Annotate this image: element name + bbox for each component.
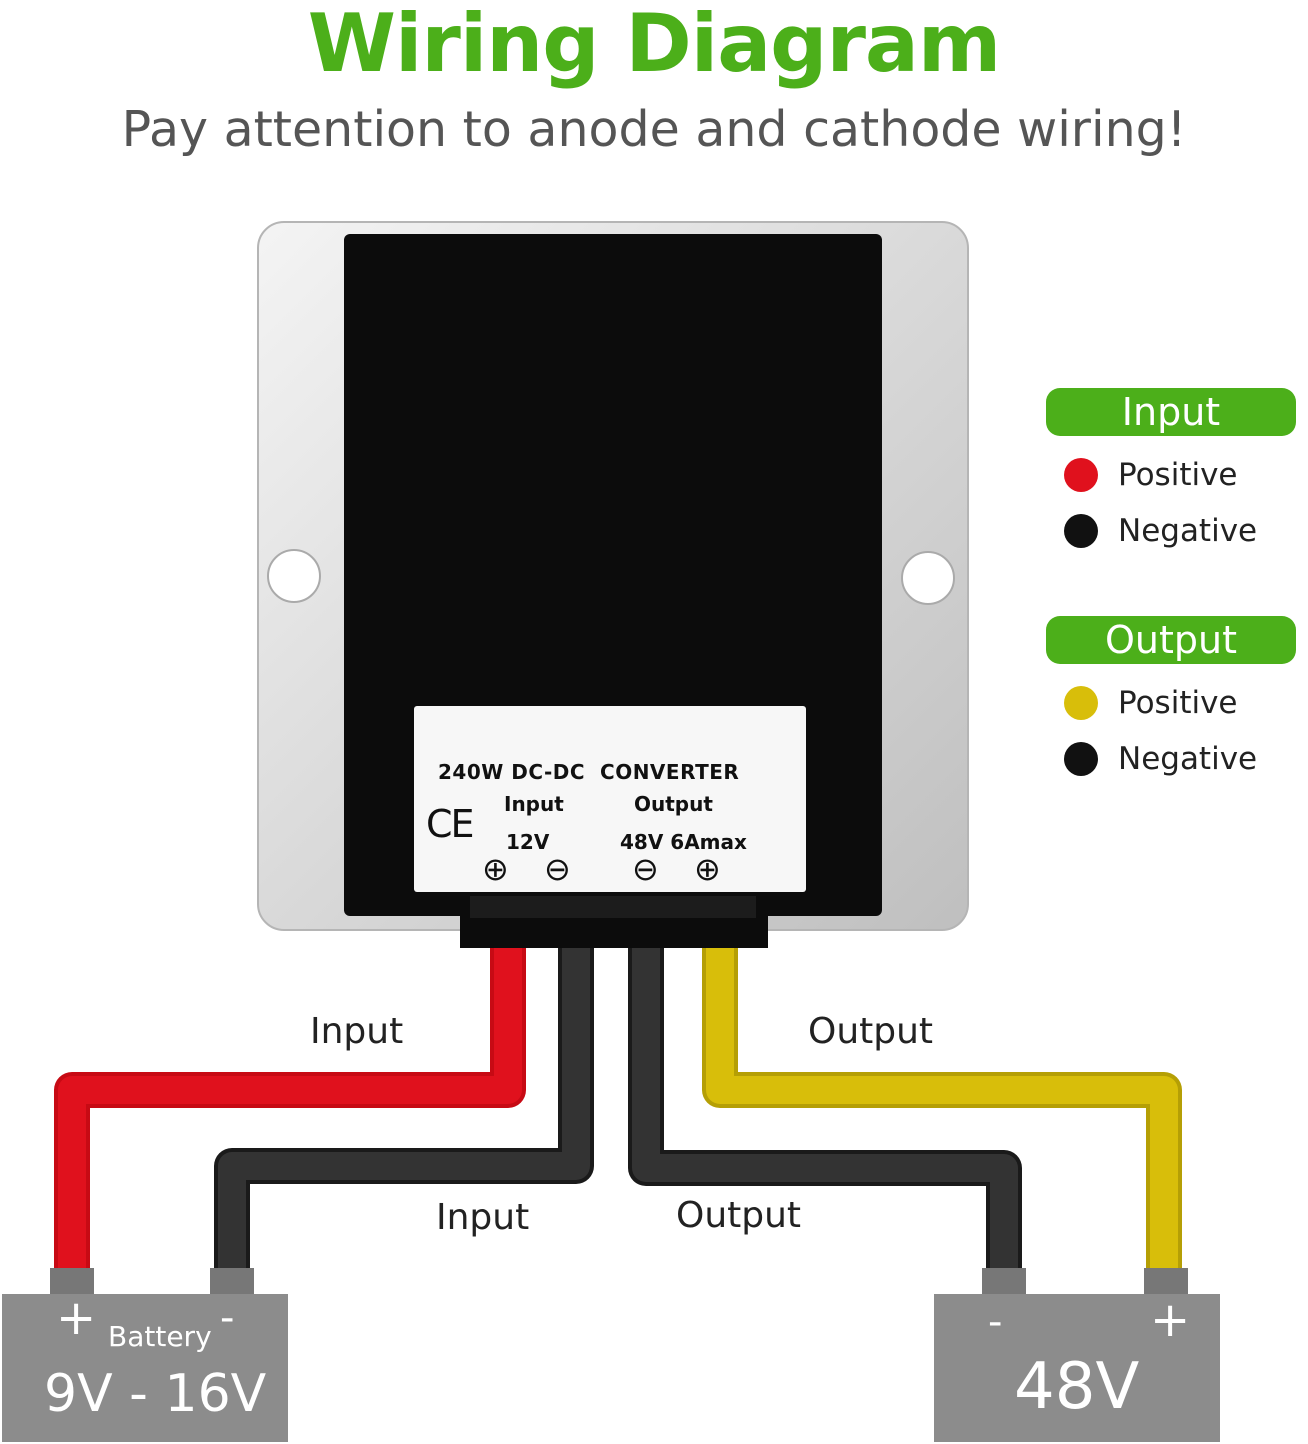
mounting-hole-left — [267, 549, 321, 603]
page-subtitle: Pay attention to anode and cathode wirin… — [121, 101, 1187, 158]
plate-input-voltage: 12V — [506, 830, 550, 854]
legend-input-title: Input — [1046, 388, 1296, 436]
battery — [2, 1268, 288, 1442]
yellow-dot-icon — [1064, 686, 1098, 720]
legend-output-positive-label: Positive — [1118, 685, 1238, 721]
converter-label-plate: 240W DC-DC CONVERTER Input Output CE 12V… — [414, 706, 806, 892]
legend-input-negative-label: Negative — [1118, 513, 1258, 549]
wire-label-output-negative: Output — [676, 1195, 802, 1236]
battery-minus-sign: - — [220, 1295, 235, 1341]
battery-label: Battery — [108, 1320, 212, 1353]
ce-mark-icon: CE — [426, 802, 475, 846]
wire-label-input-negative: Input — [436, 1197, 530, 1238]
legend-input-positive-label: Positive — [1118, 457, 1238, 493]
black-dot-icon — [1064, 514, 1098, 548]
plate-plus-icon-1: ⊕ — [482, 850, 509, 888]
page-title: Wiring Diagram — [307, 0, 1001, 90]
load-plus-sign: + — [1150, 1292, 1191, 1348]
black-dot-icon — [1064, 742, 1098, 776]
load-voltage: 48V — [1014, 1350, 1140, 1424]
red-dot-icon — [1064, 458, 1098, 492]
load-minus-sign: - — [988, 1299, 1003, 1345]
plate-plus-icon-2: ⊕ — [694, 850, 721, 888]
battery-body — [2, 1294, 288, 1442]
battery-voltage: 9V - 16V — [44, 1364, 267, 1424]
plate-input-heading: Input — [504, 792, 564, 816]
wire-connector — [460, 896, 768, 948]
wire-label-input-positive: Input — [310, 1011, 404, 1052]
battery-plus-sign: + — [56, 1290, 97, 1346]
plate-minus-icon-1: ⊖ — [544, 850, 571, 888]
plate-output-heading: Output — [634, 792, 713, 816]
plate-minus-icon-2: ⊖ — [632, 850, 659, 888]
legend-output-title: Output — [1046, 616, 1296, 664]
wire-label-output-positive: Output — [808, 1011, 934, 1052]
plate-output-rating: 48V 6Amax — [620, 830, 747, 854]
wires — [54, 945, 1182, 1280]
load-body — [934, 1294, 1220, 1442]
mounting-hole-right — [901, 551, 955, 605]
legend-output-negative-label: Negative — [1118, 741, 1258, 777]
converter-model-text: 240W DC-DC CONVERTER — [438, 760, 740, 784]
load-48v — [934, 1268, 1220, 1442]
